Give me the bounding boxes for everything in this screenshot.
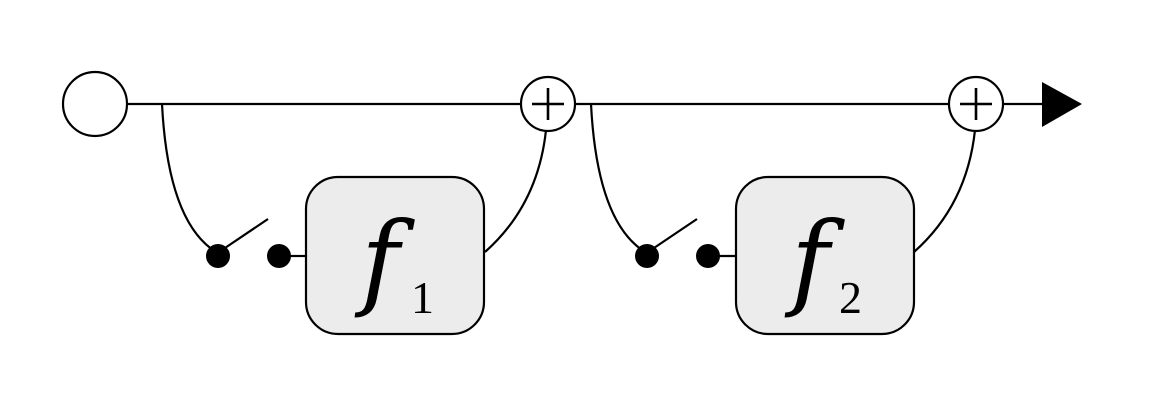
branch-2-curve: [589, 103, 646, 253]
block-2-to-sum-curve: [913, 129, 977, 253]
switch-1-lever: [221, 218, 269, 251]
block-2-box: [734, 175, 916, 336]
sum-junction-2: [947, 75, 1005, 133]
switch-1-left-contact: [206, 244, 230, 268]
input-node-circle: [61, 70, 129, 138]
block-2-subscript: 2: [839, 272, 862, 323]
block-1-to-sum-curve: [484, 129, 548, 253]
sum-junction-1: [519, 75, 577, 133]
block-1-box: [304, 175, 486, 336]
branch-1-curve: [160, 103, 217, 253]
block-2: f 2: [734, 175, 916, 336]
output-arrowhead-icon: [1042, 82, 1082, 127]
switch-2-left-contact: [635, 244, 659, 268]
block-1-subscript: 1: [411, 272, 434, 323]
switch-2-lever: [650, 218, 698, 251]
switch-1-right-contact: [267, 244, 291, 268]
block-1: f 1: [304, 175, 486, 336]
switch-2-right-contact: [696, 244, 720, 268]
